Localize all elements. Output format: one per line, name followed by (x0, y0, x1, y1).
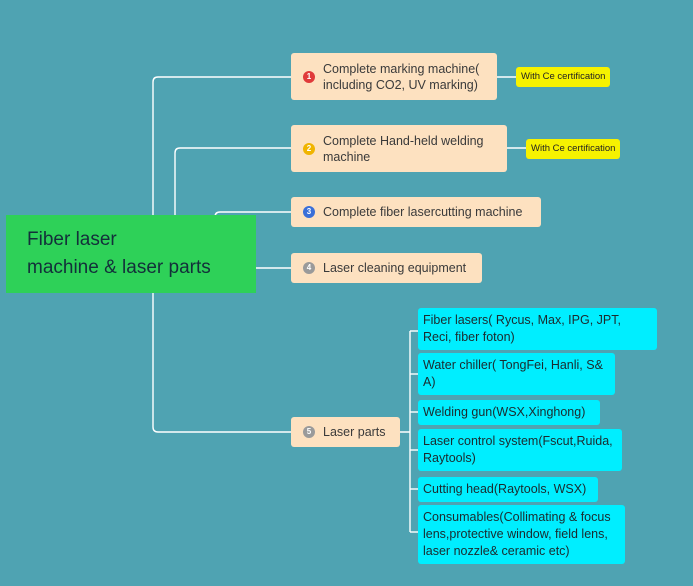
topic-label-line-2: machine (323, 149, 371, 164)
topic-hand-held-welding[interactable]: 2 Complete Hand-held welding machine (291, 125, 507, 172)
topic-laser-parts[interactable]: 5 Laser parts (291, 417, 400, 447)
topic-label: Complete fiber lasercutting machine (323, 205, 523, 219)
topic-label-line-1: Complete marking machine( (323, 61, 480, 76)
connector-topic-5 (152, 293, 291, 433)
topic-label: Laser parts (323, 425, 386, 439)
connector-parts-bracket (400, 331, 411, 532)
topic-label-line-1: Complete Hand-held welding (323, 133, 484, 148)
root-topic-line-1: Fiber laser (27, 229, 117, 250)
part-cutting-head[interactable]: Cutting head(Raytools, WSX) (418, 477, 598, 502)
part-line-1: Welding gun(WSX,Xinghong) (423, 405, 586, 419)
part-laser-control-system[interactable]: Laser control system(Fscut,Ruida, Raytoo… (418, 429, 622, 471)
part-water-chiller[interactable]: Water chiller( TongFei, Hanli, S& A) (418, 353, 615, 395)
topic-label: Laser cleaning equipment (323, 261, 467, 275)
number-badge-4: 4 (303, 262, 315, 274)
topic-label: Complete Hand-held welding machine (323, 133, 484, 165)
number-badge-1: 1 (303, 70, 315, 83)
part-line-3: laser nozzle& ceramic etc) (423, 544, 570, 558)
part-line-2: Raytools) (423, 451, 476, 465)
root-topic-line-2: machine & laser parts (27, 257, 211, 278)
part-line-1: Consumables(Collimating & focus (423, 510, 611, 524)
number-badge-2: 2 (303, 142, 315, 155)
part-line-1: Fiber lasers( Rycus, Max, IPG, JPT, (423, 313, 621, 327)
number-badge-3: 3 (303, 206, 315, 218)
number-badge-5: 5 (303, 426, 315, 438)
part-line-2: A) (423, 375, 436, 389)
root-topic[interactable]: Fiber laser machine & laser parts (6, 215, 256, 293)
topic-marking-machine[interactable]: 1 Complete marking machine( including CO… (291, 53, 497, 100)
certification-tag-1[interactable]: With Ce certification (516, 67, 611, 87)
part-line-1: Laser control system(Fscut,Ruida, (423, 434, 613, 448)
part-line-2: lens,protective window, field lens, (423, 527, 608, 541)
topic-label-line-2: including CO2, UV marking) (323, 77, 478, 92)
part-consumables[interactable]: Consumables(Collimating & focus lens,pro… (418, 505, 625, 564)
part-line-1: Cutting head(Raytools, WSX) (423, 482, 587, 496)
topic-fiber-laser-cutting[interactable]: 3 Complete fiber lasercutting machine (291, 197, 541, 227)
part-line-1: Water chiller( TongFei, Hanli, S& (423, 358, 603, 372)
part-line-2: Reci, fiber foton) (423, 330, 515, 344)
certification-tag-2[interactable]: With Ce certification (526, 139, 621, 159)
part-welding-gun[interactable]: Welding gun(WSX,Xinghong) (418, 400, 600, 425)
topic-label: Complete marking machine( including CO2,… (323, 61, 479, 93)
connector-topic-1 (152, 76, 291, 215)
part-fiber-lasers[interactable]: Fiber lasers( Rycus, Max, IPG, JPT, Reci… (418, 308, 657, 350)
topic-laser-cleaning[interactable]: 4 Laser cleaning equipment (291, 253, 482, 283)
connector-topic-2 (174, 147, 291, 215)
